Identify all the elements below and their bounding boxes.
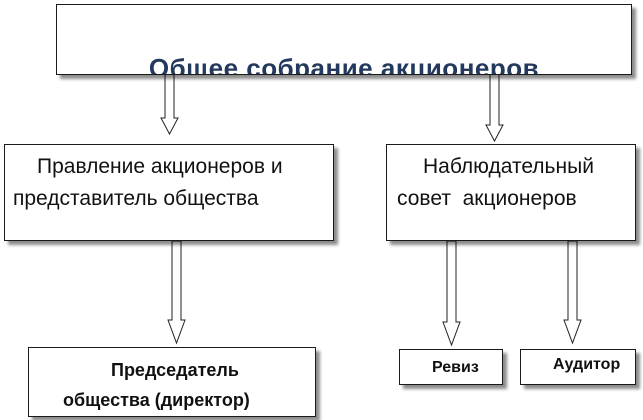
arrow-top-to-board [485, 71, 504, 143]
general-meeting-box: Общее собрание акционеров [56, 4, 632, 75]
auditor-label: Аудитор [553, 356, 621, 373]
board-line-2: совет акционеров [397, 187, 577, 210]
general-meeting-title: Общее собрание акционеров [148, 53, 540, 75]
audit-box: Ревиз [399, 349, 503, 385]
auditor-box: Аудитор [520, 349, 636, 385]
chairman-line-2: общества (директор) [63, 390, 250, 410]
board-line-1: Наблюдательный [423, 155, 594, 178]
audit-label: Ревиз [432, 359, 479, 376]
arrow-board-to-audit [442, 240, 461, 347]
arrow-board-to-auditor [563, 240, 582, 345]
arrow-management-to-chair [167, 240, 186, 345]
management-line-2: представитель общества [13, 187, 259, 210]
chairman-line-1: Председатель [111, 360, 239, 380]
management-box: Правление акционеров и представитель общ… [4, 144, 334, 241]
management-line-1: Правление акционеров и [37, 155, 283, 178]
arrow-top-to-management [160, 71, 179, 136]
chairman-box: Председатель общества (директор) [28, 347, 316, 417]
supervisory-board-box: Наблюдательный совет акционеров [386, 144, 636, 241]
